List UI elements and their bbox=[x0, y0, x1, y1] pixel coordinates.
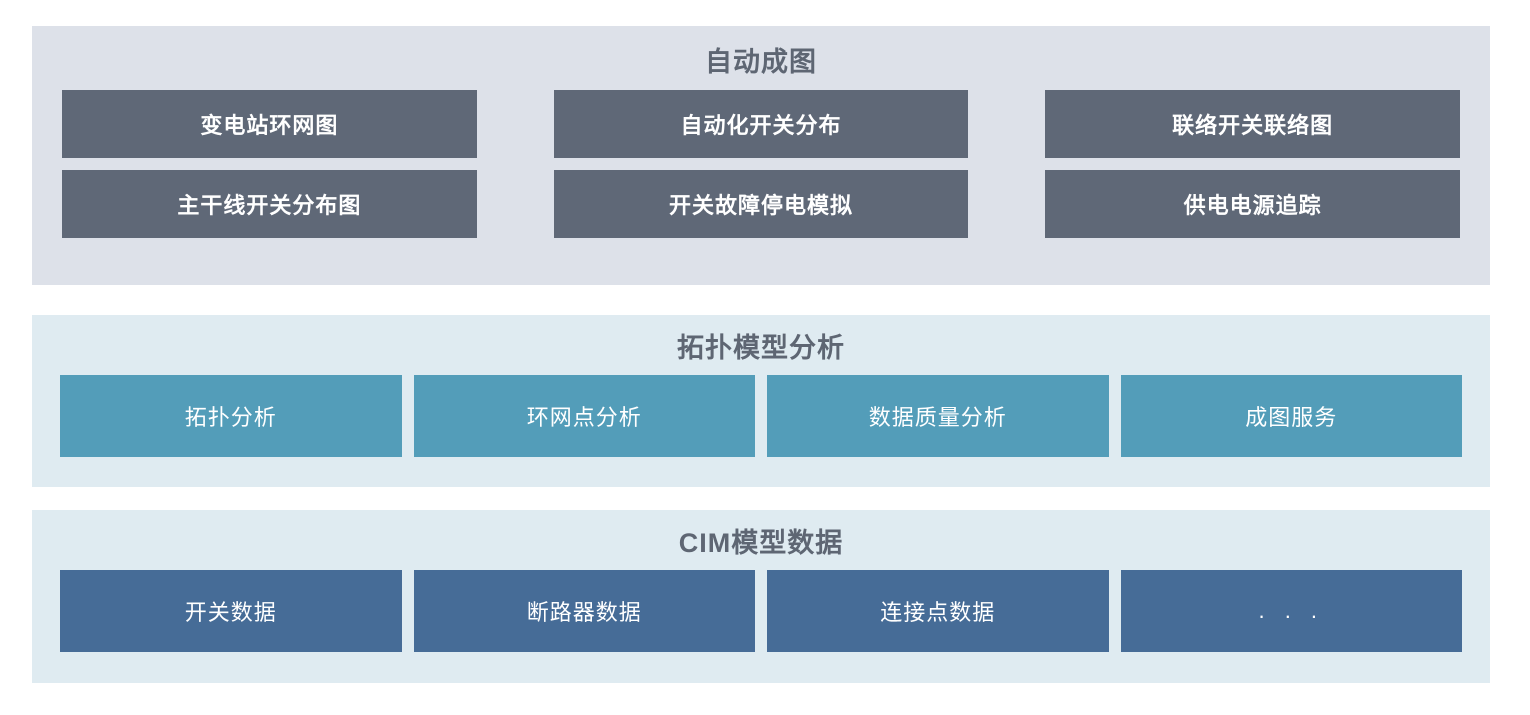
tile-data-quality-analysis[interactable]: 数据质量分析 bbox=[767, 375, 1109, 457]
tile-switch-fault-outage-simulation[interactable]: 开关故障停电模拟 bbox=[553, 170, 969, 238]
tile-ring-network-point-analysis[interactable]: 环网点分析 bbox=[413, 375, 755, 457]
tile-power-supply-source-tracing[interactable]: 供电电源追踪 bbox=[1045, 170, 1460, 238]
tile-switch-data[interactable]: 开关数据 bbox=[60, 570, 402, 652]
tile-grid-topology-model-analysis: 拓扑分析 环网点分析 数据质量分析 成图服务 bbox=[60, 375, 1462, 457]
tile-more-data-ellipsis[interactable]: . . . bbox=[1120, 570, 1462, 652]
section-title-auto-mapping: 自动成图 bbox=[705, 47, 817, 77]
tile-grid-auto-mapping: 变电站环网图 自动化开关分布 联络开关联络图 主干线开关分布图 开关故障停电模拟… bbox=[62, 90, 1460, 238]
tile-connectivity-node-data[interactable]: 连接点数据 bbox=[767, 570, 1109, 652]
tile-tie-switch-connection-diagram[interactable]: 联络开关联络图 bbox=[1045, 90, 1460, 158]
section-auto-mapping: 自动成图 变电站环网图 自动化开关分布 联络开关联络图 主干线开关分布图 开关故… bbox=[32, 26, 1490, 285]
tile-automation-switch-distribution[interactable]: 自动化开关分布 bbox=[553, 90, 969, 158]
architecture-diagram: 自动成图 变电站环网图 自动化开关分布 联络开关联络图 主干线开关分布图 开关故… bbox=[32, 26, 1490, 683]
tile-substation-ring-network-diagram[interactable]: 变电站环网图 bbox=[62, 90, 477, 158]
section-topology-model-analysis: 拓扑模型分析 拓扑分析 环网点分析 数据质量分析 成图服务 bbox=[32, 315, 1490, 487]
tile-trunk-line-switch-distribution-diagram[interactable]: 主干线开关分布图 bbox=[62, 170, 477, 238]
tile-grid-cim-model-data: 开关数据 断路器数据 连接点数据 . . . bbox=[60, 570, 1462, 652]
tile-topology-analysis[interactable]: 拓扑分析 bbox=[60, 375, 402, 457]
tile-circuit-breaker-data[interactable]: 断路器数据 bbox=[413, 570, 755, 652]
tile-mapping-service[interactable]: 成图服务 bbox=[1120, 375, 1462, 457]
section-title-topology-model-analysis: 拓扑模型分析 bbox=[677, 333, 845, 363]
section-title-cim-model-data: CIM模型数据 bbox=[678, 528, 844, 558]
section-cim-model-data: CIM模型数据 开关数据 断路器数据 连接点数据 . . . bbox=[32, 510, 1490, 683]
